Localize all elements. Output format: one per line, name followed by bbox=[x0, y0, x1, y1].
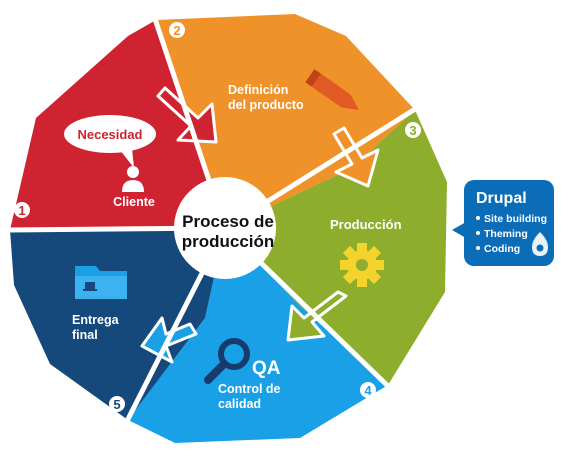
drupal-callout: Drupal Site building Theming Coding bbox=[452, 180, 554, 266]
stage-number-3: 3 bbox=[405, 122, 421, 138]
segment-definicion bbox=[156, 14, 415, 228]
stage-cliente: Necesidad Cliente 1 bbox=[14, 115, 156, 218]
cycle-segments bbox=[10, 14, 447, 443]
drupal-drop-icon bbox=[532, 232, 548, 256]
center-title-line-2: producción bbox=[182, 232, 275, 251]
cliente-label: Cliente bbox=[113, 195, 155, 209]
segment-control-calidad bbox=[128, 228, 388, 443]
produccion-label: Producción bbox=[330, 217, 402, 232]
definicion-label-line-1: Definición bbox=[228, 83, 288, 97]
person-icon bbox=[122, 166, 144, 192]
qa-badge: QA bbox=[252, 358, 281, 379]
drupal-item-coding: Coding bbox=[484, 243, 520, 255]
stage-number-1: 1 bbox=[14, 202, 30, 218]
drupal-item-theming: Theming bbox=[484, 228, 528, 240]
definicion-label-line-2: del producto bbox=[228, 98, 304, 112]
stage-produccion: Producción 3 bbox=[330, 122, 421, 287]
magnifier-icon bbox=[204, 338, 250, 384]
svg-text:4: 4 bbox=[364, 383, 372, 398]
drupal-box bbox=[464, 180, 554, 266]
stage-entrega-final: Entrega final 5 bbox=[72, 266, 127, 412]
necesidad-bubble: Necesidad bbox=[64, 115, 156, 168]
drupal-items: Site building Theming Coding bbox=[476, 213, 547, 255]
stage-number-5: 5 bbox=[109, 396, 125, 412]
svg-text:2: 2 bbox=[173, 23, 180, 38]
drupal-item-site-building: Site building bbox=[484, 213, 547, 225]
arrow-2-to-3 bbox=[332, 126, 380, 188]
control-label-line-1: Control de bbox=[218, 382, 281, 396]
segment-entrega-final bbox=[10, 228, 225, 420]
stage-number-4: 4 bbox=[360, 382, 376, 398]
stage-number-2: 2 bbox=[169, 22, 185, 38]
gear-icon bbox=[340, 243, 384, 287]
drupal-title: Drupal bbox=[476, 190, 527, 207]
svg-text:3: 3 bbox=[409, 123, 416, 138]
center-title-line-1: Proceso de bbox=[182, 212, 274, 231]
svg-text:1: 1 bbox=[18, 203, 25, 218]
stage-control-calidad: QA Control de calidad 4 bbox=[204, 338, 376, 411]
folder-icon bbox=[75, 266, 127, 299]
control-label-line-2: calidad bbox=[218, 397, 261, 411]
necesidad-label: Necesidad bbox=[77, 127, 142, 142]
entrega-label-line-2: final bbox=[72, 328, 98, 342]
stage-definicion: Definición del producto 2 bbox=[169, 22, 359, 112]
pencil-icon bbox=[305, 69, 359, 111]
svg-text:5: 5 bbox=[113, 397, 120, 412]
center-hub: Proceso de producción bbox=[174, 177, 276, 279]
segment-produccion bbox=[225, 110, 447, 385]
entrega-label-line-1: Entrega bbox=[72, 313, 120, 327]
